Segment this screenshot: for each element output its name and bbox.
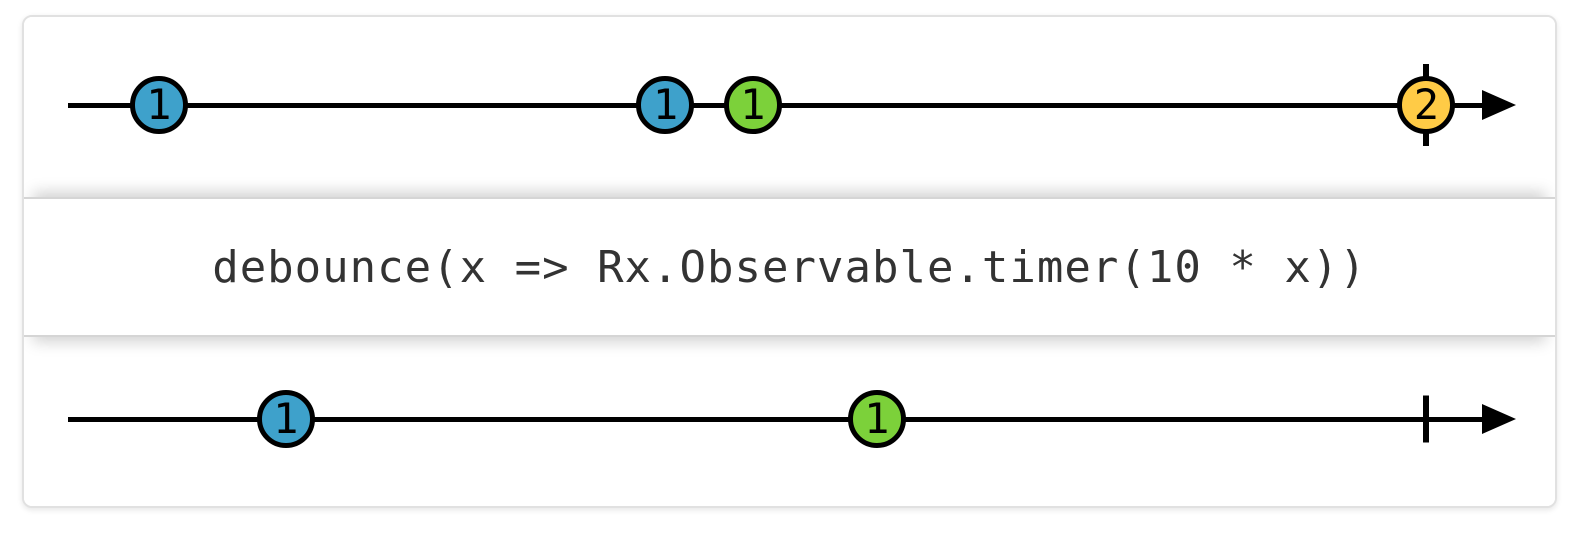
input-marble[interactable]: 1 xyxy=(636,76,695,134)
input-timeline-line xyxy=(68,102,1500,108)
input-timeline-arrow-icon xyxy=(1482,90,1516,120)
input-marble[interactable]: 1 xyxy=(129,76,188,134)
output-timeline-line xyxy=(68,416,1500,422)
output-timeline-arrow-icon xyxy=(1482,404,1516,434)
output-marble: 1 xyxy=(847,390,906,448)
marble-label: 1 xyxy=(273,394,299,443)
marble-label: 1 xyxy=(652,80,679,129)
input-marble[interactable]: 1 xyxy=(723,76,782,134)
marble-label: 1 xyxy=(740,80,766,129)
operator-code: debounce(x => Rx.Observable.timer(10 * x… xyxy=(212,241,1367,293)
output-stream-panel: 1 1 xyxy=(24,337,1555,506)
output-complete-tick xyxy=(1423,395,1430,443)
diagram-frame: 1 1 1 2 debounce(x => Rx.Observable.time… xyxy=(22,15,1557,508)
marble-label: 1 xyxy=(146,80,172,129)
marble-label: 2 xyxy=(1413,80,1440,129)
operator-box: debounce(x => Rx.Observable.timer(10 * x… xyxy=(24,197,1555,337)
input-marble[interactable]: 2 xyxy=(1397,76,1456,134)
marble-label: 1 xyxy=(864,394,890,443)
output-marble: 1 xyxy=(256,390,315,448)
input-stream-panel: 1 1 1 2 xyxy=(24,17,1555,197)
